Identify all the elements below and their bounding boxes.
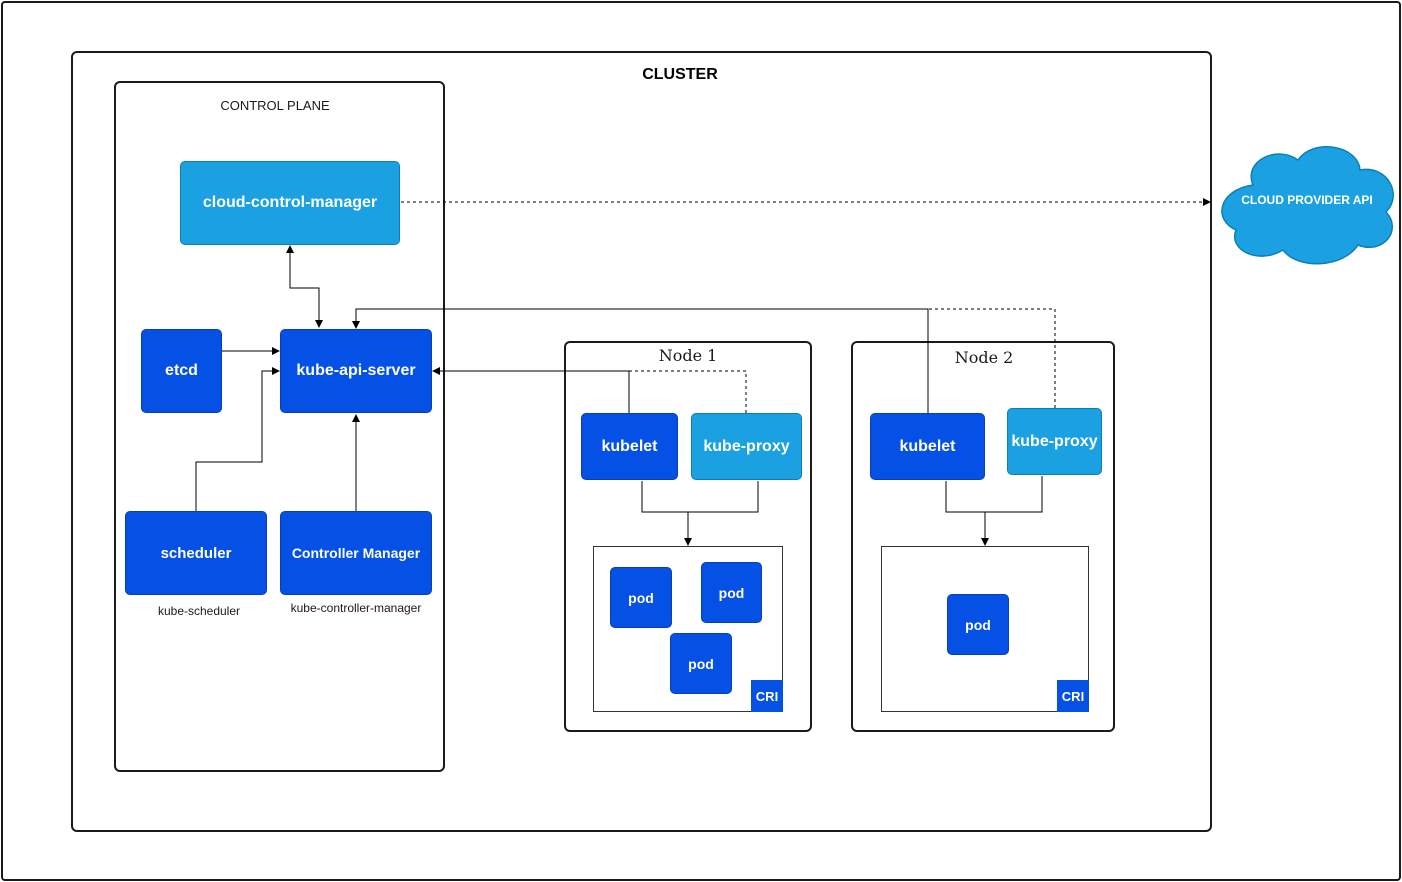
node-2-title: Node 2	[954, 348, 1014, 367]
kube-api-server-box[interactable]: kube-api-server	[280, 329, 432, 413]
cluster-title: CLUSTER	[642, 66, 718, 83]
node-1-title: Node 1	[658, 346, 718, 365]
node-1-proxy-api-connector	[629, 370, 747, 413]
cloud-shape	[1221, 146, 1394, 265]
node-1-pod[interactable]: pod	[701, 562, 762, 623]
cloud-provider-api-label: CLOUD PROVIDER API	[1241, 193, 1373, 207]
scheduler-caption: kube-scheduler	[157, 604, 241, 618]
node-1-kubelet-api-connector	[432, 367, 630, 413]
etcd-box[interactable]: etcd	[141, 329, 222, 413]
node-1-kubelet-box[interactable]: kubelet	[581, 413, 678, 480]
node-2-pod-connector	[945, 476, 1043, 545]
node-1-cri-badge: CRI	[751, 680, 783, 712]
node-2-kubelet-box[interactable]: kubelet	[870, 413, 985, 480]
node-2-kubelet-api-connector	[352, 308, 929, 413]
node-2-proxy-api-connector	[928, 308, 1056, 408]
node-2-boundary	[851, 341, 1115, 732]
ccm-api-connector	[286, 245, 323, 328]
node-2-kube-proxy-box[interactable]: kube-proxy	[1007, 408, 1102, 475]
controller-manager-box[interactable]: Controller Manager	[280, 511, 432, 595]
cloud-control-manager-box[interactable]: cloud-control-manager	[180, 161, 400, 245]
node-1-boundary	[564, 341, 812, 732]
control-plane-title: CONTROL PLANE	[220, 98, 330, 113]
node-1-pod[interactable]: pod	[610, 567, 672, 628]
cluster-boundary	[71, 51, 1212, 832]
node-1-pod[interactable]: pod	[670, 633, 732, 694]
controller-manager-caption: kube-controller-manager	[290, 601, 422, 615]
control-plane-boundary	[114, 81, 445, 772]
scheduler-box[interactable]: scheduler	[125, 511, 267, 595]
cloud-provider-api-cloud[interactable]	[1218, 140, 1400, 270]
node-2-cri-badge: CRI	[1057, 680, 1089, 712]
node-2-pod[interactable]: pod	[947, 594, 1009, 655]
node-1-pod-connector	[641, 481, 759, 545]
scheduler-api-connector	[195, 367, 280, 511]
node-1-kube-proxy-box[interactable]: kube-proxy	[691, 413, 802, 480]
